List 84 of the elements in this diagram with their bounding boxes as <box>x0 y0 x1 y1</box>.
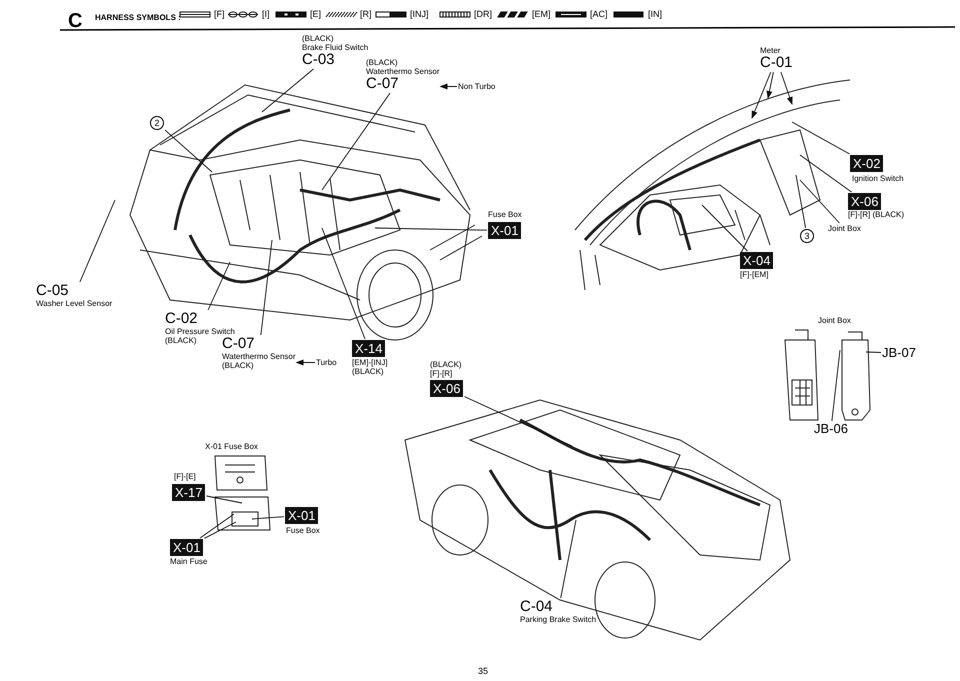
leader-line <box>164 130 212 172</box>
legend-label: [I] <box>262 10 270 19</box>
leader-line <box>792 122 850 154</box>
connector-badge: X-06 <box>848 193 882 210</box>
inset-title: Joint Box <box>818 316 851 325</box>
legend-label: [DR] <box>474 10 492 19</box>
callout-caption: (BLACK) <box>430 360 462 369</box>
arrow <box>752 72 772 119</box>
callout-caption: Waterthermo Sensor <box>366 67 440 76</box>
connector-code: C-04 <box>520 599 554 615</box>
callout-caption: Washer Level Sensor <box>36 299 112 308</box>
leader-line <box>322 92 391 190</box>
legend-label: [E] <box>310 10 322 19</box>
leader-line <box>866 352 882 353</box>
arrow <box>440 84 458 90</box>
callout-label: Non Turbo <box>458 82 496 91</box>
legend-title: HARNESS SYMBOLS : <box>95 13 181 22</box>
leader-line <box>560 520 576 598</box>
legend-label: [EM] <box>532 10 551 19</box>
leader-line <box>208 262 230 310</box>
arrow <box>296 360 316 366</box>
callout-caption: Meter <box>760 46 782 55</box>
connector-badge: X-01 <box>488 222 522 239</box>
connector-badge: X-01 <box>170 539 204 556</box>
callout-caption: [F]-[R] (BLACK) <box>848 210 904 219</box>
callout-caption: [F]-[E] <box>174 472 196 481</box>
leader-line <box>204 522 236 539</box>
callout-caption: (BLACK) <box>366 58 399 67</box>
callout-caption: Fuse Box <box>488 210 522 219</box>
legend-label: [IN] <box>648 10 662 19</box>
callout-caption: (BLACK) <box>222 361 255 370</box>
legend-label: [R] <box>360 10 372 19</box>
connector-badge: X-04 <box>740 252 774 269</box>
leader-line <box>374 228 488 231</box>
connector-code: C-05 <box>36 283 70 299</box>
callout-caption: (BLACK) <box>302 34 335 43</box>
leader-line <box>252 516 284 520</box>
leader-line <box>464 396 572 446</box>
callout-number: 3 <box>800 229 814 243</box>
connector-code: JB-07 <box>882 346 916 360</box>
callout-caption: Main Fuse <box>170 557 208 566</box>
page-number: 35 <box>478 666 488 676</box>
inset-title: X-01 Fuse Box <box>205 442 258 451</box>
connector-badge: X-14 <box>352 340 386 357</box>
leader-line <box>702 204 748 252</box>
callout-label: Turbo <box>316 358 337 367</box>
arrow <box>766 72 774 99</box>
callout-caption: Waterthermo Sensor <box>222 352 296 361</box>
section-letter: C <box>68 10 82 33</box>
leader-line <box>206 496 242 504</box>
connector-code: C-07 <box>222 336 256 352</box>
leader-line <box>79 200 116 282</box>
connector-badge: X-06 <box>430 380 464 397</box>
connector-badge: X-01 <box>285 507 318 524</box>
callout-caption: Ignition Switch <box>852 174 904 183</box>
leader-line <box>796 174 806 228</box>
callout-caption: [F]-[R] <box>430 369 452 378</box>
leader-line <box>262 68 314 112</box>
leader-line <box>800 154 852 192</box>
connector-code: C-07 <box>366 76 400 92</box>
legend-label: [INJ] <box>410 10 429 19</box>
leader-line <box>200 514 234 538</box>
connector-code: C-01 <box>760 55 793 71</box>
connector-badge: X-02 <box>850 155 884 172</box>
callout-caption: [F]-[EM] <box>740 270 768 279</box>
connector-code: C-03 <box>302 52 336 68</box>
arrow <box>780 72 793 105</box>
callout-number: 2 <box>150 116 164 130</box>
callout-caption: (BLACK) <box>352 367 384 376</box>
leader-line <box>831 350 840 422</box>
callout-caption: [EM]-[INJ] <box>352 358 388 367</box>
connector-code: JB-06 <box>814 422 848 436</box>
callout-label: Joint Box <box>828 224 861 233</box>
callout-caption: Parking Brake Switch <box>520 615 596 624</box>
connector-code: C-02 <box>165 311 199 327</box>
connector-badge: X-17 <box>172 484 206 501</box>
leader-line <box>322 228 366 340</box>
callout-caption: Fuse Box <box>286 526 320 535</box>
callout-caption: Brake Fluid Switch <box>302 43 368 52</box>
leader-line <box>800 180 840 224</box>
callout-caption: Oil Pressure Switch <box>165 327 235 336</box>
legend-label: [AC] <box>590 10 608 19</box>
leader-line <box>260 240 272 336</box>
legend-label: [F] <box>214 10 224 19</box>
